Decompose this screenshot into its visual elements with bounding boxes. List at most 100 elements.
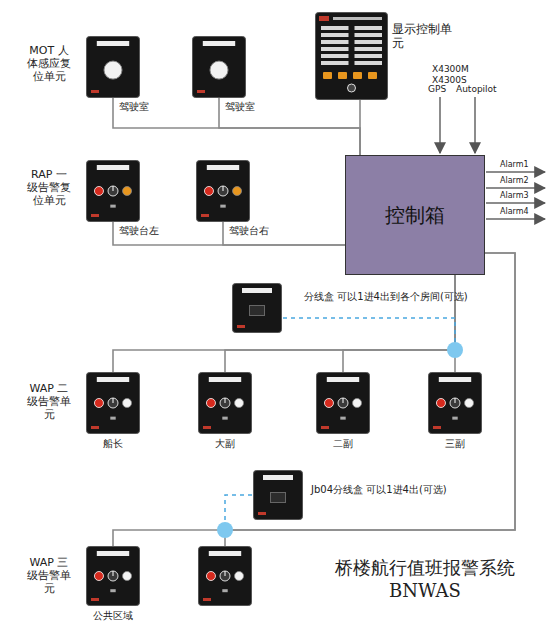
decoration-group bbox=[217, 97, 545, 538]
alarm-panel: 公共区域 bbox=[86, 546, 140, 606]
signal-name: Alarm4 bbox=[500, 207, 529, 217]
volume-knob bbox=[338, 398, 348, 408]
panel-body bbox=[317, 373, 370, 434]
control-button bbox=[338, 72, 347, 79]
panel-illustration bbox=[196, 160, 250, 222]
brand-mark bbox=[319, 16, 329, 21]
volume-knob bbox=[220, 398, 230, 408]
name-strip bbox=[97, 377, 129, 382]
diagram-title: 桥楼航行值班报警系统 BNWAS bbox=[318, 556, 532, 603]
node-caption: 驾驶室 bbox=[119, 101, 149, 113]
connector bbox=[223, 222, 345, 245]
panel-illustration bbox=[198, 372, 252, 434]
indicator-button bbox=[235, 572, 244, 581]
volume-knob bbox=[218, 186, 228, 196]
name-strip bbox=[242, 288, 272, 293]
brand-mark bbox=[197, 90, 205, 93]
reset-button bbox=[206, 572, 215, 581]
panel-illustration bbox=[315, 12, 388, 100]
node-caption: Jb04分线盒 可以1进4出(可选) bbox=[311, 484, 447, 496]
node-caption: 显示控制单元 bbox=[392, 22, 456, 51]
row-label: WAP 三级告警单元 bbox=[26, 556, 72, 596]
indicator-button bbox=[123, 187, 132, 196]
menu-bar bbox=[321, 47, 349, 51]
node-caption: 大副 bbox=[198, 438, 252, 450]
knob-pointer bbox=[113, 186, 114, 191]
brand-mark bbox=[258, 512, 266, 515]
menu-bar bbox=[321, 26, 349, 30]
control-knob bbox=[348, 84, 356, 92]
indicator-led bbox=[110, 589, 115, 592]
name-strip bbox=[209, 551, 241, 556]
panel-body bbox=[254, 471, 303, 520]
signal-name: GPS bbox=[428, 84, 446, 95]
indicator-led bbox=[222, 589, 227, 592]
volume-knob bbox=[108, 571, 118, 581]
panel-body bbox=[429, 373, 482, 434]
connector bbox=[219, 98, 360, 155]
panel-body bbox=[316, 13, 388, 100]
node-caption: X4300M X4300S bbox=[432, 64, 484, 86]
alarm-panel: 大副 bbox=[198, 372, 252, 434]
panel-illustration bbox=[86, 36, 140, 98]
connector-group bbox=[113, 98, 515, 546]
box-title: 控制箱 bbox=[385, 203, 445, 227]
brand-mark bbox=[91, 214, 99, 217]
reset-button bbox=[324, 399, 333, 408]
dashed-branch-line bbox=[225, 495, 252, 522]
panel-body bbox=[233, 284, 282, 333]
indicator-led bbox=[340, 417, 345, 420]
indicator-led bbox=[110, 205, 115, 208]
menu-bar bbox=[321, 40, 349, 44]
display-unit: 显示控制单元X4300M X4300S bbox=[315, 12, 388, 100]
panel-illustration bbox=[86, 160, 140, 222]
node-caption: 驾驶台右 bbox=[229, 225, 269, 237]
reset-button bbox=[94, 572, 103, 581]
alarm-panel: 驾驶室 bbox=[192, 36, 246, 98]
knob-pointer bbox=[225, 571, 226, 576]
name-strip bbox=[439, 377, 471, 382]
panel-illustration bbox=[232, 283, 282, 333]
name-strip bbox=[97, 551, 129, 556]
indicator-button bbox=[465, 399, 474, 408]
control-button bbox=[368, 72, 377, 79]
connector bbox=[343, 275, 455, 372]
signal-name: Autopilot bbox=[456, 84, 497, 95]
junction-box: Jb04分线盒 可以1进4出(可选) bbox=[253, 470, 303, 520]
name-strip bbox=[207, 165, 239, 170]
name-strip bbox=[203, 41, 235, 46]
menu-bar bbox=[355, 54, 383, 58]
brand-mark bbox=[91, 426, 99, 429]
header-strip bbox=[333, 17, 382, 20]
node-caption: 二副 bbox=[316, 438, 370, 450]
row-label: WAP 二级告警单元 bbox=[26, 382, 72, 422]
signal-name: Alarm2 bbox=[500, 176, 529, 186]
menu-bar bbox=[355, 33, 383, 37]
menu-bar bbox=[355, 40, 383, 44]
junction-dot bbox=[217, 522, 233, 538]
name-strip bbox=[263, 475, 293, 480]
indicator-button bbox=[353, 399, 362, 408]
indicator-button bbox=[233, 187, 242, 196]
motion-sensor bbox=[104, 61, 122, 79]
panel-body bbox=[87, 161, 140, 222]
volume-knob bbox=[108, 186, 118, 196]
name-strip bbox=[209, 377, 241, 382]
panel-illustration bbox=[86, 546, 140, 606]
reset-button bbox=[436, 399, 445, 408]
dashed-branch-line bbox=[283, 318, 455, 342]
brand-mark bbox=[237, 325, 245, 328]
brand-mark bbox=[201, 214, 209, 217]
alarm-panel bbox=[198, 546, 252, 606]
knob-pointer bbox=[225, 398, 226, 403]
indicator-button bbox=[235, 399, 244, 408]
menu-bar bbox=[321, 61, 349, 65]
panel-body bbox=[87, 37, 140, 98]
alarm-panel: 三副 bbox=[428, 372, 482, 434]
control-button bbox=[323, 72, 332, 79]
indicator-led bbox=[222, 417, 227, 420]
panel-illustration bbox=[428, 372, 482, 434]
panel-body bbox=[87, 373, 140, 434]
knob-pointer bbox=[113, 398, 114, 403]
